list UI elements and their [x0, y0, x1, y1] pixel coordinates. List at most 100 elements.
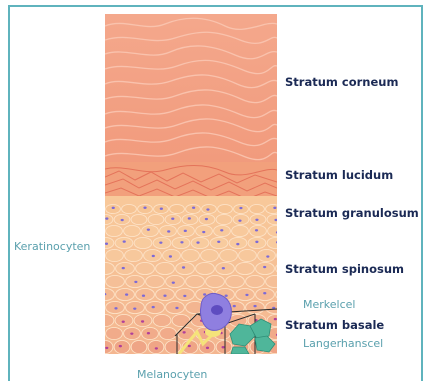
cell-nucleus	[225, 295, 228, 297]
cell-nucleus	[206, 208, 209, 210]
cell-nucleus	[263, 266, 266, 268]
cell-nucleus	[255, 229, 258, 231]
cell-nucleus	[222, 267, 225, 269]
keratinocyte	[210, 237, 228, 248]
keratinocyte	[191, 237, 209, 248]
keratinocyte	[216, 214, 232, 224]
cell-nucleus	[236, 243, 239, 245]
cell-nucleus	[245, 294, 248, 296]
keratinocyte	[220, 249, 238, 261]
keratinocyte	[136, 262, 155, 274]
cell-nucleus	[205, 218, 208, 220]
keratinocyte	[142, 225, 159, 236]
keratinocyte	[196, 262, 215, 274]
label-langerhanscel: Langerhanscel	[303, 337, 383, 350]
cell-nucleus	[180, 241, 183, 243]
keratinocyte	[206, 275, 225, 287]
keratinocyte	[246, 301, 265, 313]
cell-nucleus	[202, 231, 205, 233]
cell-nucleus	[253, 305, 256, 307]
cell-nucleus	[114, 307, 117, 309]
cell-nucleus	[192, 207, 195, 209]
keratinocyte	[106, 225, 123, 236]
cell-nucleus	[147, 332, 150, 334]
cell-nucleus	[152, 255, 155, 257]
keratinocyte	[246, 275, 265, 287]
keratinocyte	[176, 288, 195, 300]
cell-nucleus	[121, 219, 124, 221]
cell-nucleus	[263, 292, 266, 294]
cell-nucleus	[203, 293, 206, 295]
label-stratum-spinosum: Stratum spinosum	[285, 262, 404, 276]
cell-nucleus	[175, 307, 178, 309]
cell-nucleus	[119, 345, 122, 347]
label-stratum-corneum: Stratum corneum	[285, 75, 398, 89]
keratinocyte	[115, 314, 133, 326]
keratinocyte	[239, 249, 257, 261]
keratinocyte	[156, 262, 175, 274]
merkel-cell	[200, 294, 231, 331]
keratinocyte	[106, 275, 125, 287]
cell-nucleus	[142, 294, 145, 296]
cell-nucleus	[105, 347, 108, 349]
keratinocyte	[156, 288, 175, 300]
label-melanocyten: Melanocyten	[137, 368, 207, 381]
keratinocyte	[148, 340, 164, 353]
cell-nucleus	[255, 241, 258, 243]
keratinocyte	[256, 262, 275, 274]
keratinocyte	[186, 275, 205, 287]
cell-nucleus	[233, 305, 236, 307]
keratinocyte	[115, 237, 133, 248]
cell-nucleus	[122, 321, 125, 323]
keratinocyte	[134, 237, 152, 248]
cell-nucleus	[220, 229, 223, 231]
keratinocyte	[258, 249, 276, 261]
label-stratum-granulosum: Stratum granulosum	[285, 206, 419, 220]
keratinocyte	[116, 288, 135, 300]
label-merkelcel: Merkelcel	[303, 298, 355, 311]
keratinocyte	[131, 214, 147, 224]
cell-nucleus	[167, 230, 170, 232]
keratinocyte	[166, 301, 185, 313]
keratinocyte	[163, 249, 181, 261]
keratinocyte	[218, 204, 233, 213]
cell-nucleus	[152, 306, 155, 308]
keratinocyte	[226, 275, 245, 287]
cell-nucleus	[112, 207, 115, 209]
keratinocyte	[106, 249, 124, 261]
keratinocyte	[165, 340, 181, 353]
cell-nucleus	[255, 219, 258, 221]
keratinocyte	[148, 214, 164, 224]
keratinocyte	[256, 288, 275, 300]
keratinocyte	[216, 262, 235, 274]
keratinocyte	[146, 275, 165, 287]
keratinocyte	[114, 340, 130, 353]
keratinocyte	[160, 327, 177, 339]
keratinocyte	[233, 214, 249, 224]
keratinocyte	[170, 204, 185, 213]
cell-nucleus	[159, 241, 162, 243]
keratinocyte	[250, 204, 265, 213]
label-stratum-basale: Stratum basale	[285, 318, 384, 332]
cell-nucleus	[182, 266, 185, 268]
cell-nucleus	[143, 207, 146, 209]
keratinocyte	[136, 288, 155, 300]
cell-nucleus	[206, 347, 209, 349]
cell-nucleus	[239, 207, 242, 209]
label-keratinocyten: Keratinocyten	[14, 240, 90, 253]
cell-nucleus	[217, 241, 220, 243]
keratinocyte	[236, 288, 255, 300]
keratinocyte	[125, 249, 143, 261]
keratinocyte	[201, 249, 219, 261]
cell-nucleus	[183, 331, 186, 333]
cell-nucleus	[105, 217, 108, 219]
keratinocyte	[124, 225, 141, 236]
cell-nucleus	[266, 255, 269, 257]
cell-nucleus	[155, 347, 158, 349]
keratinocyte	[146, 301, 165, 313]
keratinocyte	[122, 204, 137, 213]
cell-nucleus	[171, 217, 174, 219]
keratinocyte	[166, 275, 185, 287]
keratinocyte	[142, 327, 159, 339]
keratinocyte	[131, 340, 147, 353]
